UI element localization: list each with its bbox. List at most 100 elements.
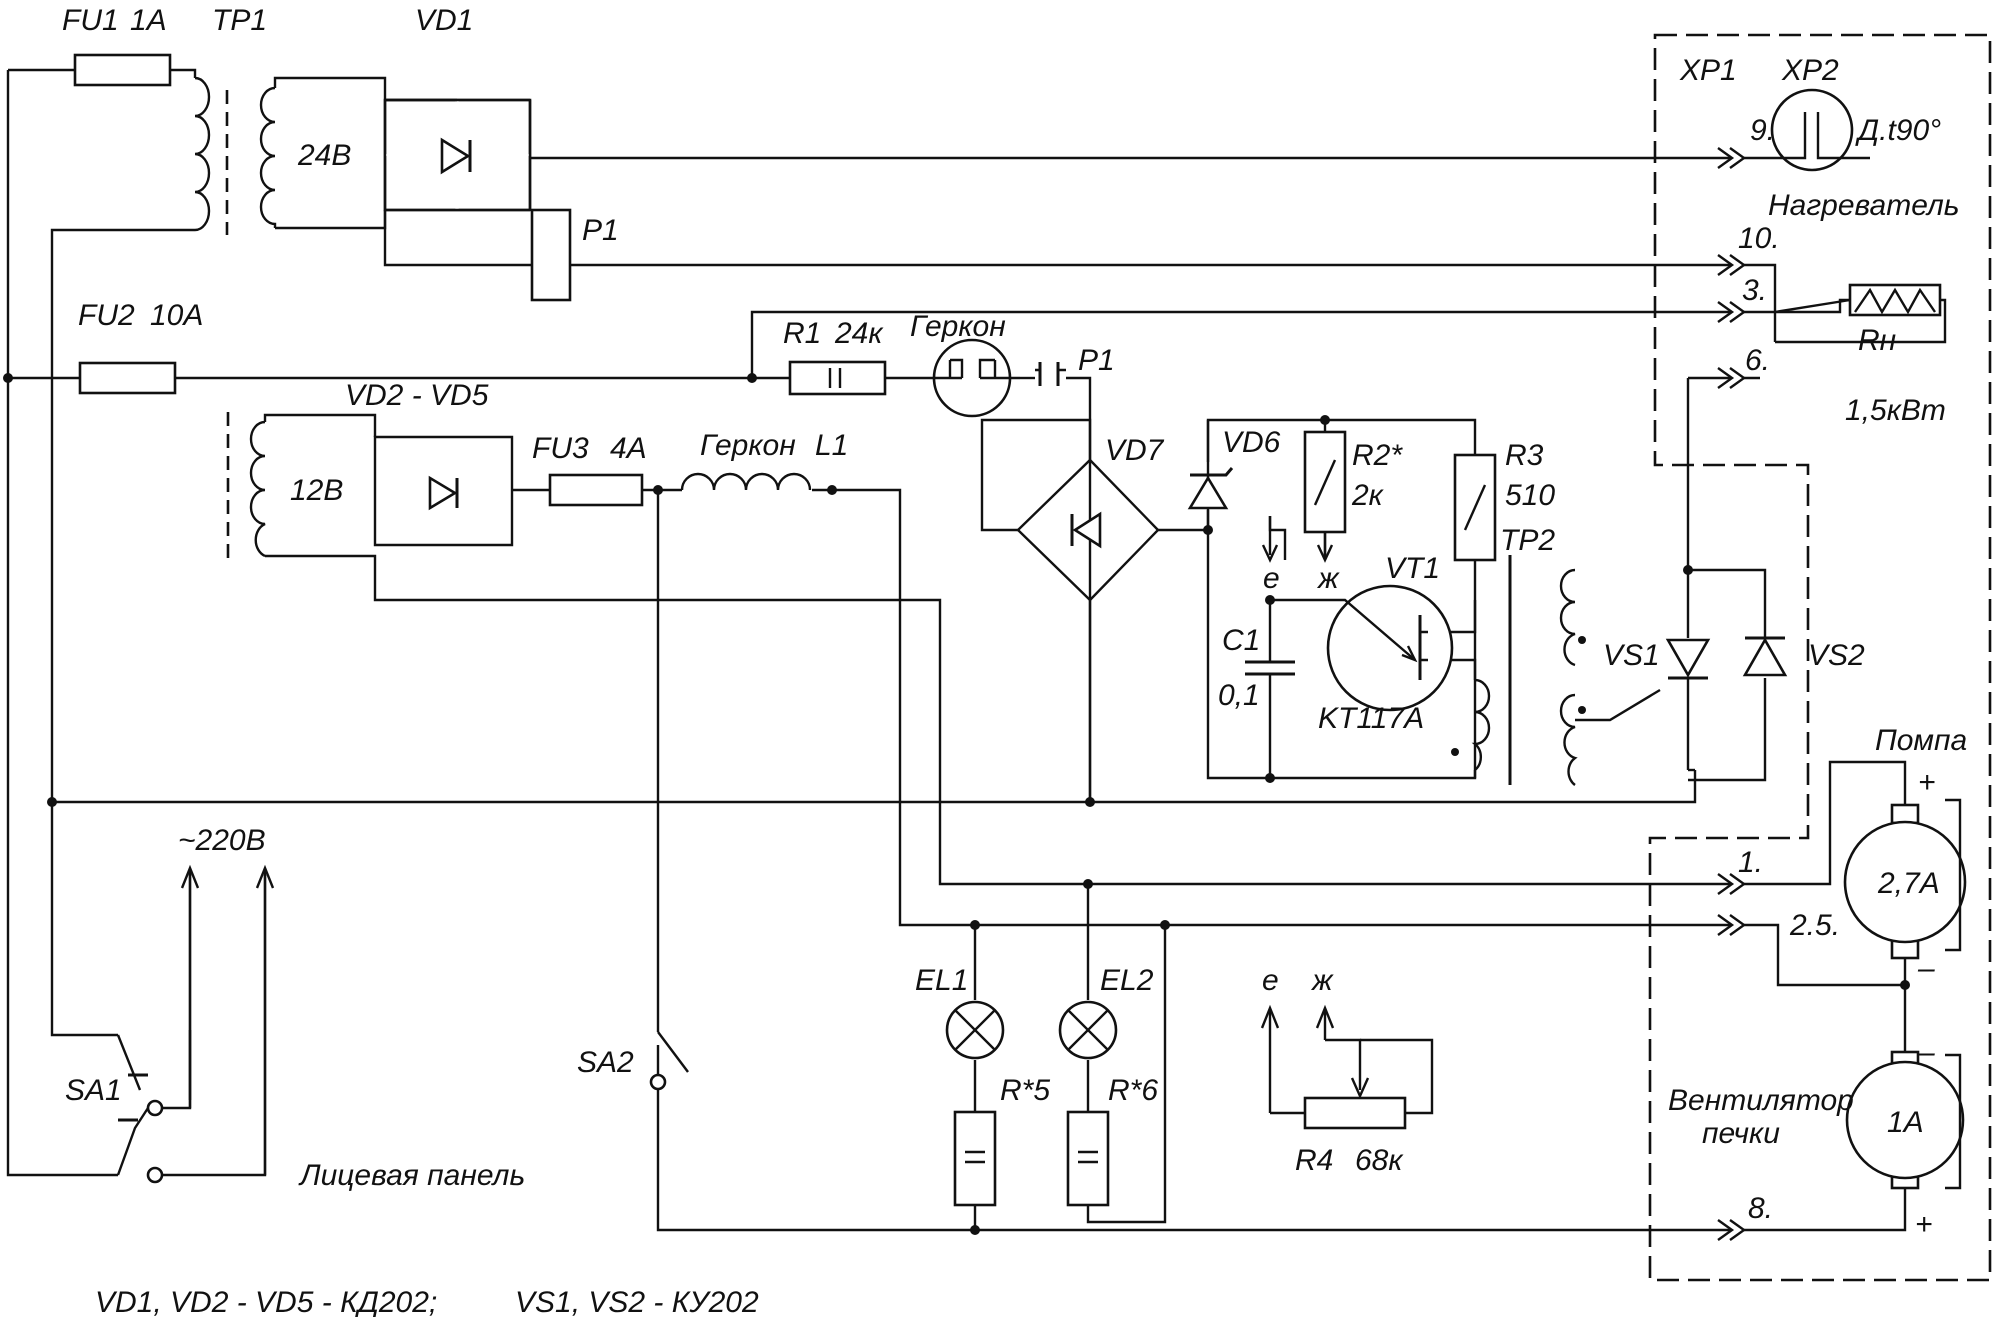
label-fu1-rating: 1A	[130, 4, 167, 37]
potentiometer-r4: е ж R4 68к	[1260, 964, 1434, 1177]
label-vt1: VT1	[1385, 552, 1440, 585]
resistor-r1: R1 24к	[783, 317, 887, 396]
resistor-r3: R3 510	[1453, 439, 1555, 562]
label-pump-current: 2,7A	[1877, 867, 1940, 900]
label-pump: Помпа	[1875, 724, 1967, 757]
label-24v: 24B	[297, 139, 351, 172]
fan-motor: Вентилятор печки 1A – +	[1668, 1036, 1965, 1241]
label-vd6: VD6	[1222, 426, 1281, 459]
label-fan-minus: –	[1917, 1036, 1935, 1069]
bridge-vd7: VD7	[1016, 434, 1165, 602]
label-fu2: FU2	[78, 299, 135, 332]
label-p1: P1	[582, 214, 619, 247]
label-fan-plus: +	[1915, 1208, 1933, 1241]
label-vd2-vd5: VD2 - VD5	[345, 379, 489, 412]
label-12v: 12B	[290, 474, 343, 507]
connector-pins: 9. 10. 3. 6. 1. 2.5. 8.	[1717, 114, 1840, 1241]
label-el2: EL2	[1100, 964, 1154, 997]
zener-vd6: VD6	[1187, 426, 1281, 510]
switch-sa2: SA2	[577, 1031, 689, 1091]
label-fu1: FU1	[62, 4, 119, 37]
mains-input: ~220B	[178, 824, 275, 1175]
label-vs1: VS1	[1603, 639, 1660, 672]
label-rn: Rн	[1858, 324, 1896, 357]
label-vt1-type: KT117A	[1318, 702, 1424, 735]
reed-switch-1: Геркон	[910, 310, 1020, 418]
label-r6: R*6	[1108, 1074, 1158, 1107]
bridge-diode-glyphs	[428, 137, 1102, 549]
label-fan-current: 1A	[1887, 1106, 1924, 1139]
label-fan-2: печки	[1702, 1117, 1780, 1150]
connector-xp1: XP1	[1648, 33, 1992, 1282]
fuse-fu3: FU3 4A	[532, 432, 647, 507]
label-r4-e: е	[1262, 964, 1279, 997]
label-vd7: VD7	[1105, 434, 1165, 467]
wires	[6, 68, 1947, 1232]
label-gerkon-2: Геркон	[700, 429, 796, 462]
label-pin-3: 3.	[1742, 274, 1767, 307]
label-pin-10: 10.	[1738, 222, 1780, 255]
label-fan: Вентилятор	[1668, 1084, 1854, 1117]
transformer-tp2: TP2	[1451, 524, 1586, 786]
label-front-panel: Лицевая панель	[298, 1159, 525, 1192]
label-p1-contact: P1	[1078, 344, 1115, 377]
label-pin-6: 6.	[1745, 344, 1770, 377]
label-fu3-rating: 4A	[610, 432, 647, 465]
label-pin-1: 1.	[1738, 846, 1763, 879]
resistor-r2: R2* 2к	[1303, 430, 1403, 534]
label-r4: R4	[1295, 1144, 1333, 1177]
label-r4-zh: ж	[1310, 964, 1334, 997]
bridge-vd2-vd5: VD2 - VD5	[345, 379, 514, 547]
label-r2-value: 2к	[1351, 479, 1385, 512]
label-r3: R3	[1505, 439, 1544, 472]
tap-arrows: е ж	[1261, 516, 1340, 595]
label-xp2: XP2	[1781, 54, 1839, 87]
label-power: 1,5кВт	[1845, 394, 1946, 427]
footnote-triacs: VS1, VS2 - КУ202	[515, 1286, 759, 1317]
label-fu3: FU3	[532, 432, 589, 465]
label-vd1: VD1	[415, 4, 473, 37]
label-c1: C1	[1222, 624, 1260, 657]
inductor-l1: Геркон L1	[680, 429, 848, 491]
label-heater: Нагреватель	[1768, 189, 1960, 222]
label-pin-2-5: 2.5.	[1789, 909, 1840, 942]
label-el1: EL1	[915, 964, 968, 997]
label-pump-plus: +	[1918, 766, 1936, 799]
label-fu2-rating: 10A	[150, 299, 203, 332]
sensor-xp2: XP2 Д.t90° Нагреватель	[1768, 54, 1960, 222]
label-r5: R*5	[1000, 1074, 1050, 1107]
label-xp1: XP1	[1679, 54, 1737, 87]
pump-motor: Помпа 2,7A + –	[1843, 724, 1967, 985]
relay-coil-p1: P1	[530, 208, 619, 302]
label-sa2: SA2	[577, 1046, 634, 1079]
lamp-el1: EL1 R*5	[915, 964, 1050, 1207]
label-gerkon-1: Геркон	[910, 310, 1006, 343]
transformer-12v: 12B	[226, 412, 343, 560]
label-r2: R2*	[1352, 439, 1403, 472]
footnote-diodes: VD1, VD2 - VD5 - КД202;	[95, 1286, 437, 1317]
label-tap-e: е	[1263, 562, 1280, 595]
label-l1: L1	[815, 429, 848, 462]
label-tp1: TP1	[212, 4, 267, 37]
label-r3-value: 510	[1505, 479, 1555, 512]
fuse-fu1: FU1 1A	[62, 4, 172, 87]
label-r4-value: 68к	[1355, 1144, 1404, 1177]
transistor-vt1: VT1 KT117A	[1318, 552, 1454, 735]
label-c1-value: 0,1	[1218, 679, 1260, 712]
label-tap-zh: ж	[1316, 562, 1340, 595]
junction-dots	[3, 373, 1910, 1235]
label-pin-8: 8.	[1748, 1192, 1773, 1225]
triac-vs1: VS1	[1603, 638, 1711, 680]
label-r1: R1	[783, 317, 821, 350]
label-vs2: VS2	[1808, 639, 1865, 672]
label-pump-minus: –	[1917, 952, 1935, 985]
label-sensor: Д.t90°	[1855, 114, 1941, 147]
label-sa1: SA1	[65, 1074, 122, 1107]
triac-vs2: VS2	[1742, 636, 1865, 677]
label-tp2: TP2	[1500, 524, 1555, 557]
lamp-el2: EL2 R*6	[1058, 964, 1158, 1207]
fuse-fu2: FU2 10A	[78, 299, 203, 395]
switch-sa1: SA1 Лицевая панель	[65, 1034, 525, 1192]
label-r1-value: 24к	[834, 317, 884, 350]
